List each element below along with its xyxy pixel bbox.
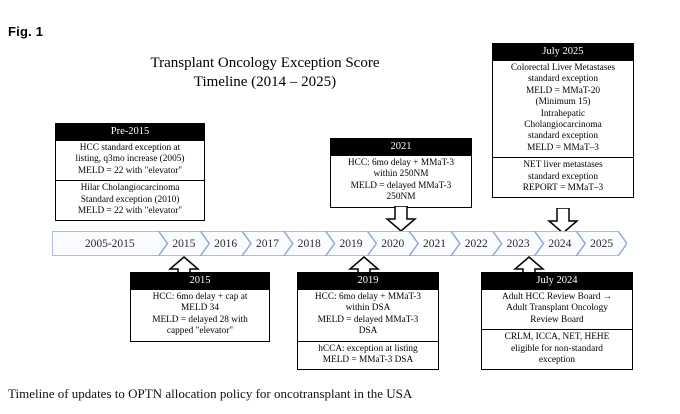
event-line: HCC: 6mo delay + MMaT-3	[347, 158, 455, 168]
event-box-july-2025[interactable]: July 2025 Colorectal Liver Metastases st…	[492, 43, 634, 199]
event-line: capped "elevator"	[166, 326, 234, 337]
event-box-section: HCC: 6mo delay + MMaT-3 within 250NM MEL…	[331, 156, 471, 207]
event-line: REPORT = MMaT–3	[522, 183, 604, 194]
event-box-2019[interactable]: 2019 HCC: 6mo delay + MMaT-3 within DSA …	[297, 272, 439, 371]
event-line: eligible for non-standard	[511, 343, 603, 354]
event-line: HCC standard exception at	[79, 143, 181, 153]
timeline-axis[interactable]: 2005-2015 2015 2016 2017 2018 2019 2020 2021 202…	[52, 231, 627, 256]
event-line: MELD = 22 with "elevator"	[77, 165, 183, 176]
event-line: MELD = MMaT-3 DSA	[322, 355, 414, 366]
event-line: listing, q3mo increase (2005)	[75, 154, 185, 165]
figure-label: Fig. 1	[8, 24, 44, 39]
timeline-segment[interactable]	[241, 231, 294, 256]
event-box-section: Colorectal Liver Metastases standard exc…	[493, 61, 633, 157]
event-box-section: Adult HCC Review Board → Adult Transplan…	[482, 290, 632, 329]
event-line: NET liver metastases	[523, 160, 603, 171]
chart-title-line-1: Transplant Oncology Exception Score	[150, 55, 380, 71]
timeline-segment-label: 2019	[339, 238, 362, 250]
event-line: MELD = delayed 28 with	[152, 314, 248, 325]
event-box-section: HCC: 6mo delay + cap at MELD 34 MELD = d…	[131, 290, 269, 341]
timeline-segment-label: 2020	[381, 238, 404, 250]
timeline-segment[interactable]	[575, 231, 627, 256]
chart-title: Transplant Oncology Exception Score Time…	[120, 54, 410, 92]
event-line: (Minimum 15)	[535, 97, 591, 108]
event-line: MELD = 22 with "elevator"	[77, 206, 183, 217]
event-box-section: hCCA: exception at listing MELD = MMaT-3…	[298, 340, 438, 370]
event-line: Review Board	[530, 314, 584, 325]
event-line: DSA	[358, 326, 378, 337]
event-line: within DSA	[345, 303, 391, 314]
event-line: standard exception	[528, 131, 598, 142]
event-box-july-2024[interactable]: July 2024 Adult HCC Review Board → Adult…	[481, 272, 633, 371]
figure-caption: Timeline of updates to OPTN allocation p…	[8, 386, 413, 401]
event-line: Cholangiocarcinoma	[524, 120, 602, 131]
event-line: MELD = MMaT–3	[527, 142, 599, 153]
event-box-header: July 2025	[493, 44, 633, 61]
event-box-section: HCC: 6mo delay + MMaT-3 within DSA MELD …	[298, 290, 438, 341]
chart-title-line-2: Timeline (2014 – 2025)	[193, 74, 337, 90]
timeline-segment-label: 2022	[465, 238, 488, 250]
timeline-segment[interactable]	[282, 231, 336, 256]
timeline-segment-label: 2024	[548, 238, 571, 250]
event-line: Adult HCC Review Board →	[501, 292, 612, 302]
timeline-segment-label: 2016	[214, 238, 237, 250]
event-line: HCC: 6mo delay + cap at	[152, 292, 248, 302]
event-line: Colorectal Liver Metastases	[510, 63, 616, 73]
timeline-segment-label: 2005-2015	[85, 238, 135, 250]
connector-arrow-down-2021	[385, 206, 417, 232]
event-line: within 250NM	[373, 169, 429, 180]
event-line: Adult Transplant Oncology	[506, 303, 608, 314]
event-line: MELD = MMaT-20	[525, 85, 601, 96]
timeline-segment-label: 2023	[507, 238, 530, 250]
event-box-header: 2019	[298, 273, 438, 290]
event-line: MELD = delayed MMaT-3	[350, 180, 452, 191]
event-box-section: NET liver metastases standard exception …	[493, 157, 633, 197]
event-line: Hilar Cholangiocarcinoma	[80, 183, 180, 194]
timeline-segment[interactable]	[533, 231, 587, 256]
event-line: MELD = delayed MMaT-3	[317, 314, 419, 325]
event-line: Intrahepatic	[540, 108, 586, 119]
timeline-segment[interactable]	[324, 231, 378, 256]
event-box-2021[interactable]: 2021 HCC: 6mo delay + MMaT-3 within 250N…	[330, 138, 472, 208]
event-line: hCCA: exception at listing	[318, 343, 418, 354]
event-line: CRLM, ICCA, NET, HEHE	[504, 332, 610, 343]
event-line: HCC: 6mo delay + MMaT-3	[314, 292, 422, 302]
event-line: 250NM	[386, 192, 416, 203]
timeline-segment-label: 2018	[298, 238, 321, 250]
timeline-segment-label: 2021	[423, 238, 446, 250]
timeline-segment-label: 2017	[256, 238, 279, 250]
event-box-section: CRLM, ICCA, NET, HEHE eligible for non-s…	[482, 329, 632, 369]
timeline-segment-label: 2025	[590, 238, 613, 250]
event-box-header: 2015	[131, 273, 269, 290]
event-line: MELD 34	[181, 303, 219, 314]
timeline-segment[interactable]	[491, 231, 545, 256]
event-box-section: Hilar Cholangiocarcinoma Standard except…	[56, 180, 204, 220]
event-box-header: Pre-2015	[56, 124, 204, 141]
timeline-segment[interactable]	[366, 231, 420, 256]
event-line: standard exception	[528, 74, 598, 85]
timeline-segment[interactable]	[199, 231, 252, 256]
event-line: standard exception	[528, 171, 598, 182]
event-box-2015[interactable]: 2015 HCC: 6mo delay + cap at MELD 34 MEL…	[130, 272, 270, 342]
connector-arrow-down-july-2025	[547, 208, 579, 234]
timeline-segment[interactable]	[157, 231, 211, 256]
event-line: exception	[538, 355, 576, 366]
timeline-segment[interactable]	[450, 231, 503, 256]
timeline-segment-label: 2015	[172, 238, 195, 250]
event-box-header: July 2024	[482, 273, 632, 290]
event-box-pre-2015[interactable]: Pre-2015 HCC standard exception at listi…	[55, 123, 205, 222]
timeline-segment[interactable]	[408, 231, 461, 256]
event-box-section: HCC standard exception at listing, q3mo …	[56, 141, 204, 180]
event-line: Standard exception (2010)	[80, 194, 180, 205]
event-box-header: 2021	[331, 139, 471, 156]
